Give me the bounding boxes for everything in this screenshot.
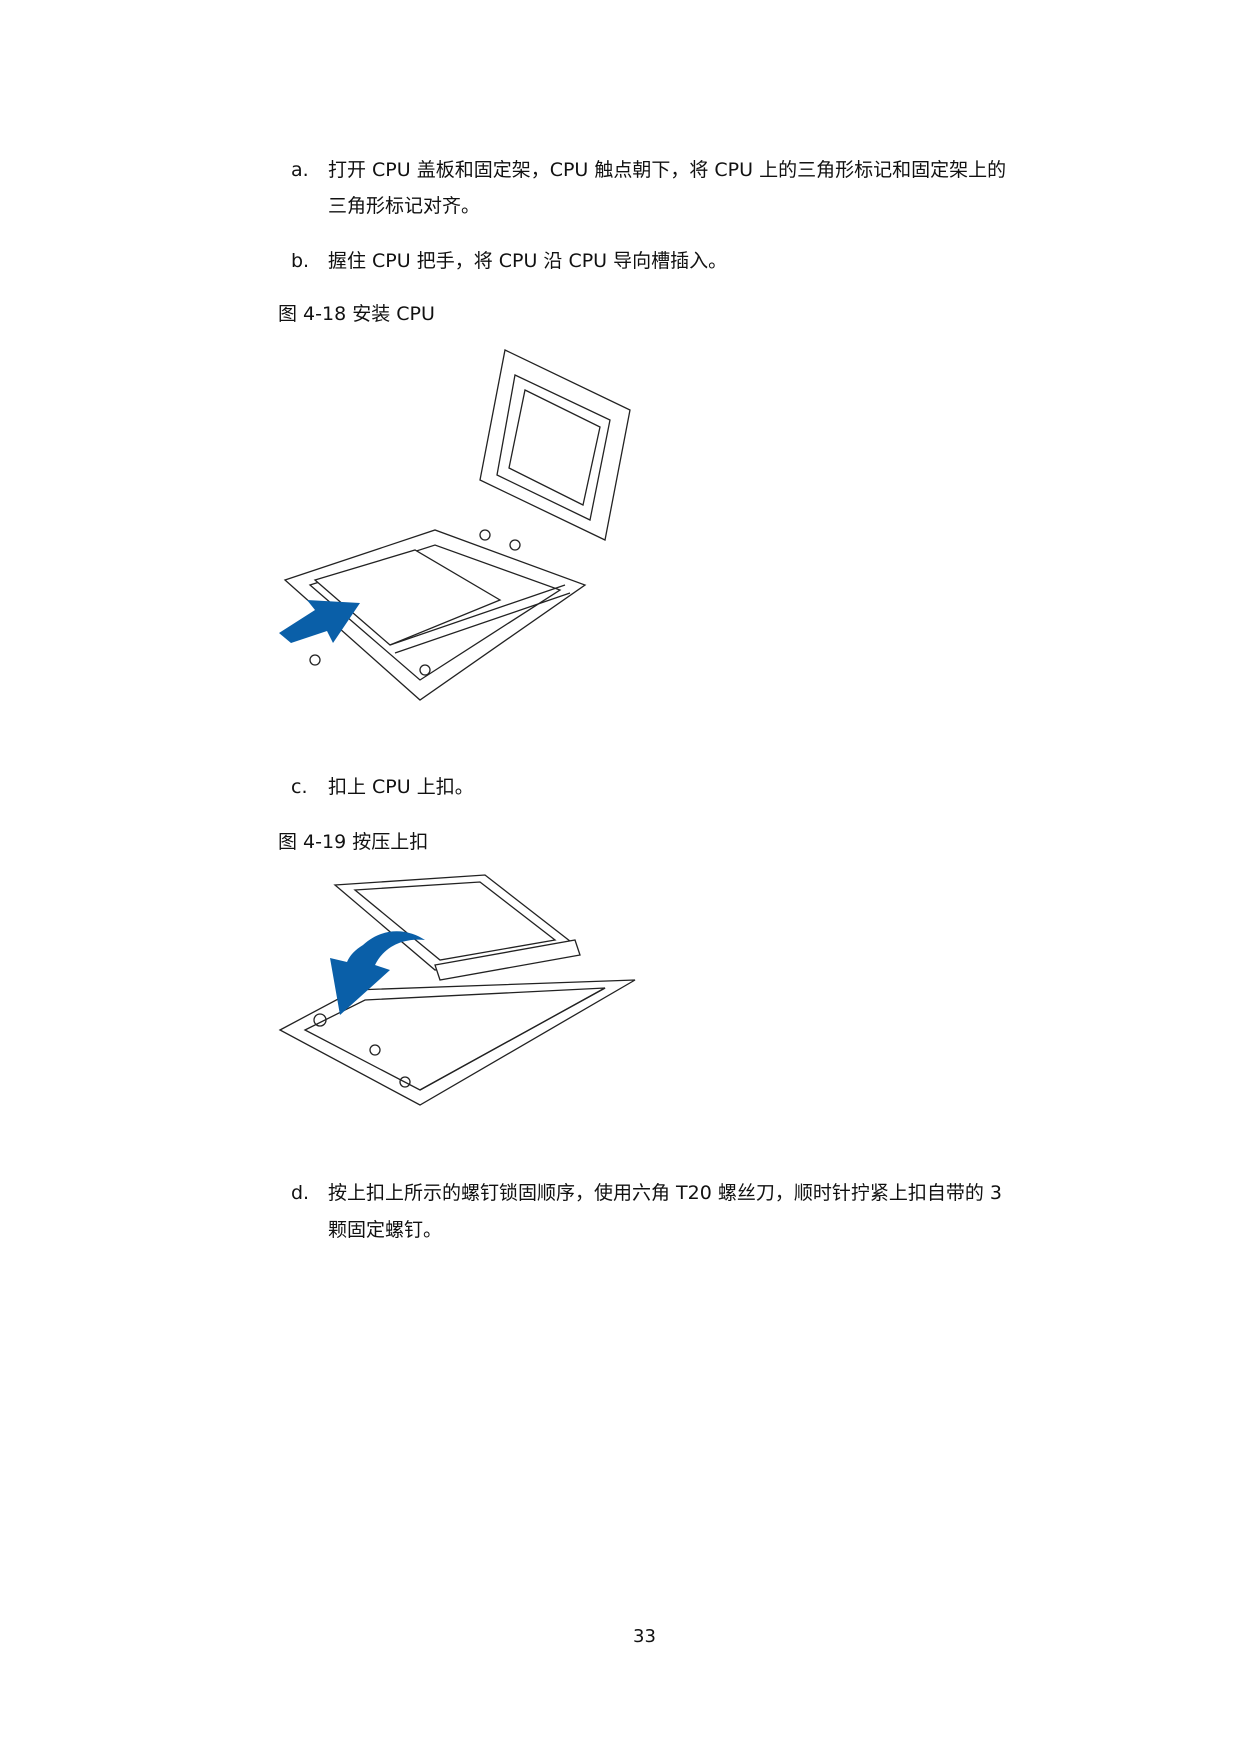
insert-direction-arrow bbox=[279, 600, 360, 643]
figure-4-18-cpu-install-illustration bbox=[279, 349, 631, 701]
socket-base bbox=[283, 529, 587, 701]
step-a-text-line2: 三角形标记对齐。 bbox=[328, 195, 481, 217]
page-number: 33 bbox=[633, 1626, 656, 1647]
step-d-text-line1: 按上扣上所示的螺钉锁固顺序，使用六角 T20 螺丝刀，顺时针拧紧上扣自带的 3 bbox=[328, 1182, 1002, 1204]
figure-4-19-press-cover-illustration bbox=[278, 874, 636, 1106]
step-d-label: d. bbox=[291, 1182, 310, 1204]
step-a-text-line1: 打开 CPU 盖板和固定架，CPU 触点朝下，将 CPU 上的三角形标记和固定架… bbox=[328, 159, 1007, 181]
step-d-text-line2: 颗固定螺钉。 bbox=[328, 1219, 443, 1241]
socket-retention-frame bbox=[479, 349, 631, 541]
figure-4-18-caption: 图 4-18 安装 CPU bbox=[278, 303, 435, 325]
step-a-label: a. bbox=[291, 159, 309, 181]
step-c-label: c. bbox=[291, 776, 308, 798]
socket-base bbox=[278, 979, 636, 1106]
figure-4-19-caption: 图 4-19 按压上扣 bbox=[278, 831, 429, 853]
press-direction-arrow bbox=[330, 931, 425, 1015]
step-c-text: 扣上 CPU 上扣。 bbox=[328, 776, 474, 798]
step-b-text: 握住 CPU 把手，将 CPU 沿 CPU 导向槽插入。 bbox=[328, 250, 728, 272]
step-b-label: b. bbox=[291, 250, 310, 272]
